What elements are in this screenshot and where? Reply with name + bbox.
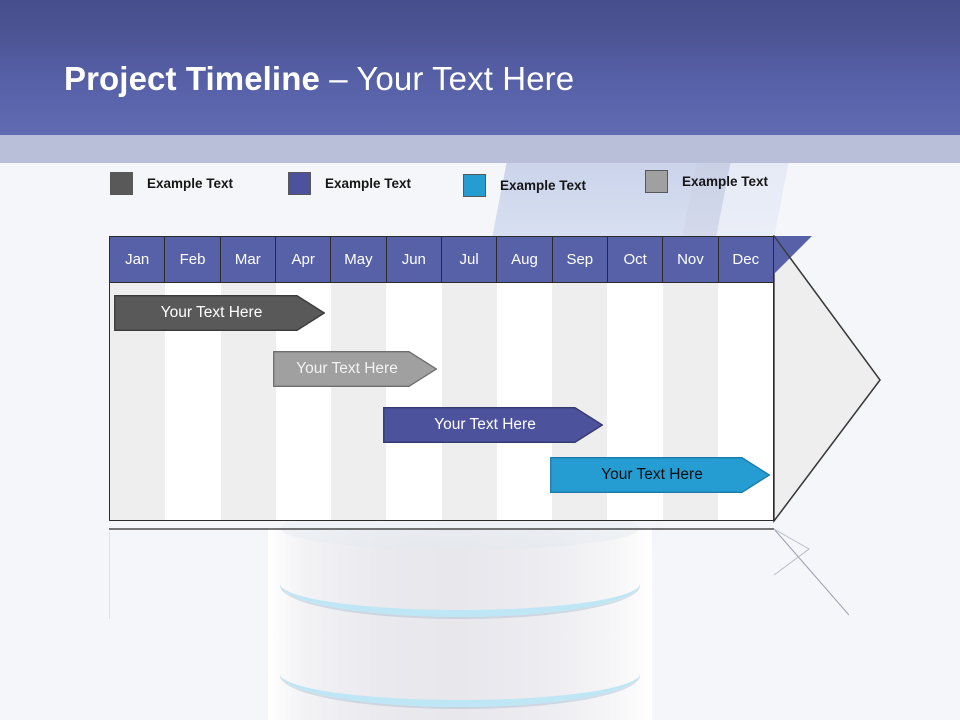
gantt-column-nov <box>662 283 718 520</box>
database-cylinder-graphic <box>268 506 652 720</box>
month-header-jul[interactable]: Jul <box>441 237 498 282</box>
page-title-strong: Project Timeline <box>64 60 320 97</box>
arrow-head <box>773 235 881 524</box>
cylinder-ring-2 <box>280 640 640 707</box>
legend-item-label: Example Text <box>500 178 587 193</box>
slide-header: Project Timeline – Your Text Here <box>0 0 960 135</box>
page-title: Project Timeline – Your Text Here <box>64 60 574 98</box>
legend-swatch-icon <box>463 174 486 197</box>
month-header-dec[interactable]: Dec <box>718 237 773 282</box>
gantt-column-oct <box>607 283 663 520</box>
legend-item-1[interactable]: Example Text <box>110 172 233 195</box>
legend-item-2[interactable]: Example Text <box>288 172 411 195</box>
arrow-head-header-corner <box>774 236 812 274</box>
reflection-arrow-edge <box>773 528 849 616</box>
month-header-mar[interactable]: Mar <box>220 237 276 282</box>
legend: Example Text Example Text Example Text E… <box>0 163 960 221</box>
timeline-arrow-shape <box>773 235 881 524</box>
legend-swatch-icon <box>288 172 311 195</box>
gantt-column-apr <box>275 283 331 520</box>
gantt-column-jan <box>110 283 166 520</box>
month-header-jun[interactable]: Jun <box>386 237 442 282</box>
month-header-may[interactable]: May <box>331 237 387 282</box>
header-accent-band <box>0 135 960 163</box>
gantt-column-mar <box>220 283 276 520</box>
gantt-column-dec <box>717 283 773 520</box>
reflection-arrow-tip <box>773 528 810 576</box>
legend-swatch-icon <box>110 172 133 195</box>
gantt-column-jun <box>386 283 442 520</box>
gantt-grid-body <box>110 282 773 520</box>
gantt-column-aug <box>496 283 552 520</box>
cylinder-ring-1 <box>280 550 640 617</box>
gantt-column-jul <box>441 283 497 520</box>
month-header-nov[interactable]: Nov <box>663 237 719 282</box>
legend-item-label: Example Text <box>325 176 412 191</box>
page-title-light: – Your Text Here <box>329 60 575 97</box>
arrow-reflection <box>109 528 849 619</box>
month-header-jan[interactable]: Jan <box>110 237 166 282</box>
arrow-outline <box>773 235 881 522</box>
cylinder-body <box>268 528 652 720</box>
legend-item-label: Example Text <box>147 176 234 191</box>
month-header-aug[interactable]: Aug <box>497 237 553 282</box>
legend-item-3[interactable]: Example Text <box>463 174 586 197</box>
legend-swatch-icon <box>645 170 668 193</box>
month-header-apr[interactable]: Apr <box>275 237 332 282</box>
legend-item-4[interactable]: Example Text <box>645 170 768 193</box>
month-header-oct[interactable]: Oct <box>607 237 664 282</box>
gantt-column-feb <box>165 283 221 520</box>
month-header-sep[interactable]: Sep <box>552 237 608 282</box>
month-header-feb[interactable]: Feb <box>165 237 221 282</box>
gantt-column-sep <box>552 283 608 520</box>
gantt-column-may <box>331 283 387 520</box>
legend-item-label: Example Text <box>682 174 769 189</box>
